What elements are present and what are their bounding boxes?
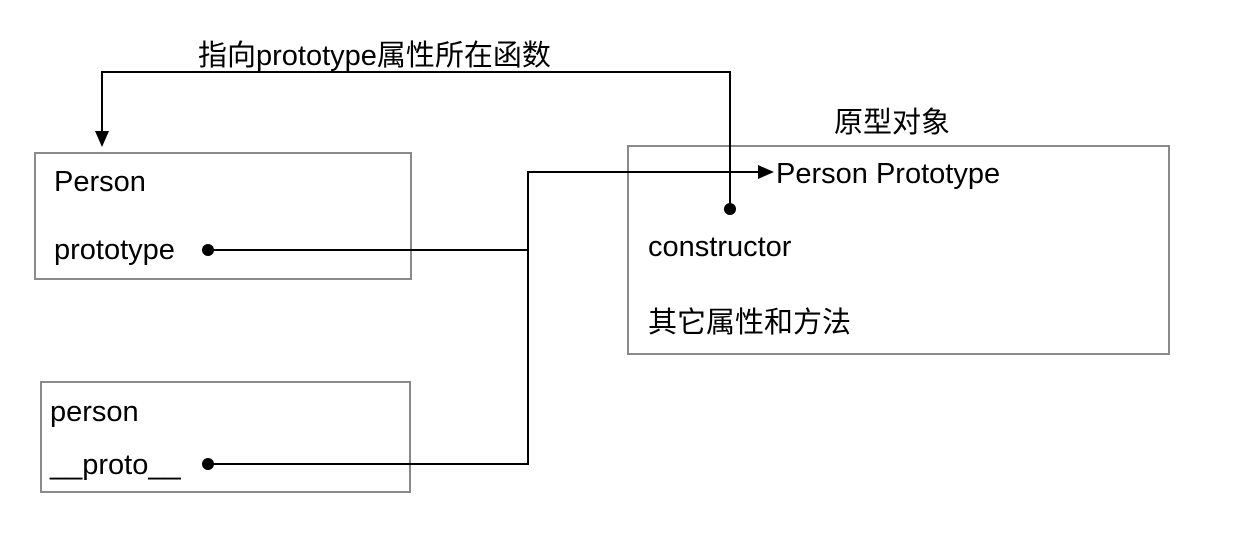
person-instance-box (40, 381, 411, 493)
constructor-dot (724, 203, 736, 215)
prototype-object-title: 原型对象 (834, 107, 951, 139)
prototype-link-line (208, 171, 760, 251)
person-prototype-title: Person Prototype (776, 158, 1001, 190)
person-function-title: Person (54, 166, 146, 198)
prototype-dot (202, 244, 214, 256)
top-label: 指向prototype属性所在函数 (198, 40, 551, 72)
person-prototype-box (627, 145, 1170, 355)
constructor-label: constructor (648, 231, 792, 263)
person-function-prototype-label: prototype (54, 234, 175, 266)
proto-dot (202, 458, 214, 470)
person-instance-proto-label: __proto__ (50, 449, 181, 481)
arrowhead-to-person-prototype (758, 165, 774, 179)
constructor-link-line (101, 71, 731, 208)
person-function-box (34, 152, 412, 280)
other-properties-label: 其它属性和方法 (648, 307, 852, 339)
person-instance-title: person (50, 396, 139, 428)
arrowhead-to-person-function (95, 131, 109, 147)
proto-link-line (208, 250, 529, 465)
